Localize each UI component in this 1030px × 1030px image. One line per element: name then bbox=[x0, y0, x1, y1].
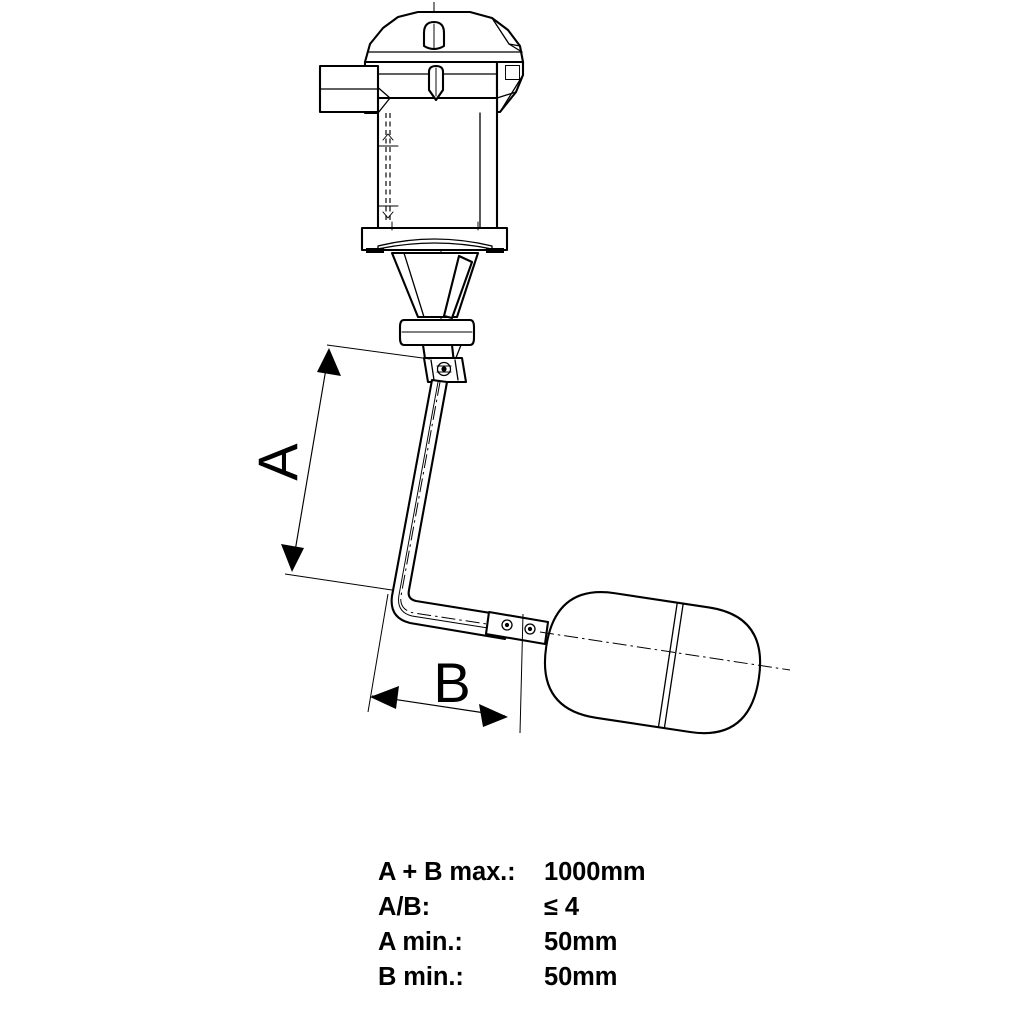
arm-rod-inner-line bbox=[398, 381, 508, 632]
spec-row: A + B max.: 1000mm bbox=[378, 858, 798, 893]
spec-label: B min.: bbox=[378, 963, 464, 991]
float-arm bbox=[390, 378, 550, 646]
collar-body bbox=[398, 318, 476, 347]
dome-right-facet-edge bbox=[508, 43, 521, 47]
cover-bolt-arrow-up bbox=[382, 133, 394, 141]
spec-value: 50mm bbox=[544, 928, 618, 956]
float-capsule-body bbox=[544, 591, 762, 735]
dim-b-label: B bbox=[433, 651, 470, 714]
dim-a-line bbox=[291, 350, 330, 570]
tapered-neck bbox=[390, 251, 480, 320]
spec-label: A + B max.: bbox=[378, 858, 516, 886]
cover-bolt-hidden bbox=[377, 113, 399, 222]
dim-b-arrow-left bbox=[370, 686, 399, 709]
dim-a-arrow-bottom bbox=[281, 544, 304, 572]
dimension-a: A bbox=[246, 344, 431, 591]
dim-b-ext-right bbox=[519, 613, 524, 734]
housing-lower-body bbox=[363, 96, 499, 230]
pivot-pin-hatch bbox=[436, 365, 452, 373]
terminal-housing-head bbox=[318, 10, 525, 230]
neck-guard-rod bbox=[442, 254, 474, 320]
specification-table: A + B max.: 1000mm A/B: ≤ 4 A min.: 50mm… bbox=[378, 858, 798, 998]
arm-rod-outline bbox=[390, 378, 511, 641]
arm-bracket bbox=[484, 610, 550, 646]
spec-label: A min.: bbox=[378, 928, 463, 956]
process-flange bbox=[360, 221, 509, 253]
clevis-inner-right bbox=[454, 359, 459, 381]
housing-shelf-right-tie bbox=[496, 91, 517, 99]
float-weld-seam-b bbox=[663, 602, 684, 729]
float-axis-centerline bbox=[539, 631, 791, 671]
pivot-clevis bbox=[422, 356, 468, 384]
float-ball bbox=[539, 591, 791, 735]
pivot-pin-center bbox=[441, 366, 447, 372]
dim-a-ext-upper bbox=[326, 344, 431, 360]
clevis-inner-left bbox=[430, 359, 435, 381]
dim-b-ext-left bbox=[367, 593, 389, 713]
bracket-hole-1-center bbox=[504, 622, 510, 628]
spec-value: ≤ 4 bbox=[544, 893, 579, 921]
spec-label: A/B: bbox=[378, 893, 431, 921]
neck-inner-left bbox=[403, 252, 425, 318]
float-weld-seam-a bbox=[657, 602, 678, 728]
spec-value: 1000mm bbox=[544, 858, 646, 886]
bracket-hole-2-center bbox=[527, 626, 533, 632]
spec-row: B min.: 50mm bbox=[378, 963, 798, 998]
arm-centerline bbox=[400, 381, 541, 633]
cover-bolt-arrow-down bbox=[382, 211, 394, 219]
spec-value: 50mm bbox=[544, 963, 618, 991]
dim-a-ext-lower bbox=[284, 573, 393, 591]
spec-row: A/B: ≤ 4 bbox=[378, 893, 798, 928]
dim-a-arrow-top bbox=[317, 348, 341, 376]
dimension-b: B bbox=[367, 593, 524, 734]
dim-b-arrow-right bbox=[479, 704, 508, 727]
spec-row: A min.: 50mm bbox=[378, 928, 798, 963]
dim-a-label: A bbox=[246, 443, 309, 481]
set-screw-square-surround bbox=[505, 65, 520, 80]
